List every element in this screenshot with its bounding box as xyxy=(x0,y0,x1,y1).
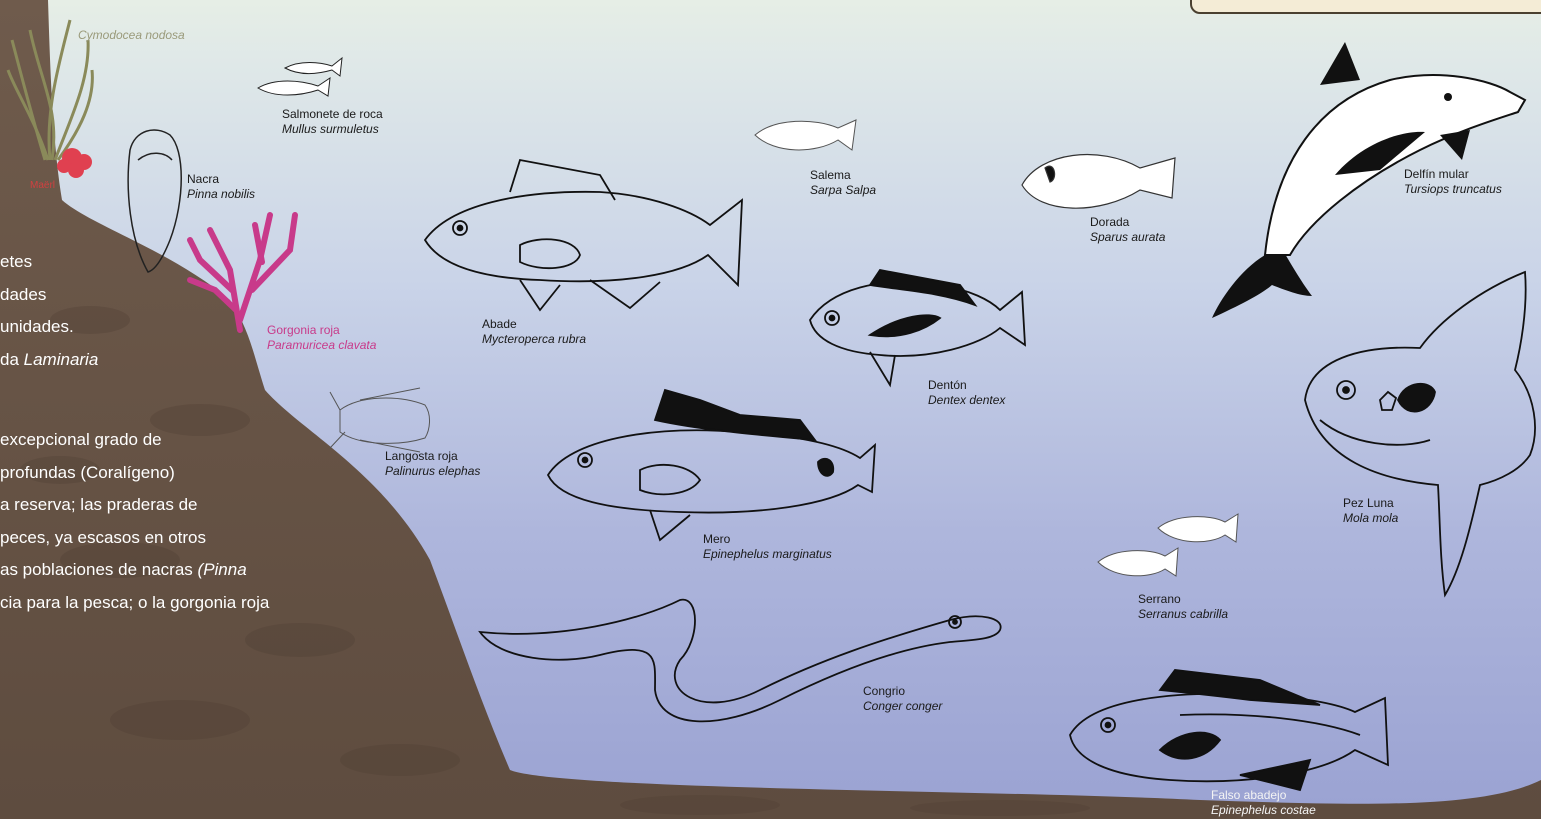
abade-drawing xyxy=(425,160,742,310)
text-line-10: cia para la pesca; o la gorgonia roja xyxy=(0,587,269,620)
label-congrio: Congrio Conger conger xyxy=(863,684,942,714)
legend-card-edge xyxy=(1190,0,1541,14)
text-line-6: profundas (Coralígeno) xyxy=(0,457,269,490)
text-line-9a: as poblaciones de nacras xyxy=(0,560,198,579)
label-pezluna: Pez Luna Mola mola xyxy=(1343,496,1398,526)
common-name: Falso abadejo xyxy=(1211,788,1286,802)
label-mero: Mero Epinephelus marginatus xyxy=(703,532,832,562)
label-serrano: Serrano Serranus cabrilla xyxy=(1138,592,1228,622)
salmonete-drawing xyxy=(258,58,342,96)
scientific-name: Epinephelus marginatus xyxy=(703,547,832,562)
text-line-1: etes xyxy=(0,246,98,279)
label-abade: Abade Mycteroperca rubra xyxy=(482,317,586,347)
salema-drawing xyxy=(755,120,856,150)
label-langosta: Langosta roja Palinurus elephas xyxy=(385,449,480,479)
mero-drawing xyxy=(548,390,875,540)
text-line-8: peces, ya escasos en otros xyxy=(0,522,269,555)
common-name: Langosta roja xyxy=(385,449,458,463)
common-name: Dentón xyxy=(928,378,967,392)
common-name: Dorada xyxy=(1090,215,1129,229)
dorada-drawing xyxy=(1022,155,1175,209)
cymodocea-label: Cymodocea nodosa xyxy=(78,28,185,43)
text-line-4a: da xyxy=(0,350,24,369)
text-line-3: unidades. xyxy=(0,311,98,344)
scientific-name: Mullus surmuletus xyxy=(282,122,383,137)
langosta-drawing xyxy=(330,388,430,452)
scientific-name: Pinna nobilis xyxy=(187,187,255,202)
common-name: Mero xyxy=(703,532,730,546)
scientific-name: Mycteroperca rubra xyxy=(482,332,586,347)
scientific-name: Palinurus elephas xyxy=(385,464,480,479)
label-denton: Dentón Dentex dentex xyxy=(928,378,1005,408)
scientific-name: Serranus cabrilla xyxy=(1138,607,1228,622)
scientific-name: Sarpa Salpa xyxy=(810,183,876,198)
serrano-drawing xyxy=(1098,514,1238,576)
common-name: Salmonete de roca xyxy=(282,107,383,121)
text-line-7: a reserva; las praderas de xyxy=(0,489,269,522)
label-dorada: Dorada Sparus aurata xyxy=(1090,215,1165,245)
maerl-label: Maërl xyxy=(30,178,55,193)
text-line-4: da Laminaria xyxy=(0,344,98,377)
text-line-5: excepcional grado de xyxy=(0,424,269,457)
gorgonia-label: Gorgonia roja Paramuricea clavata xyxy=(267,323,376,353)
label-salmonete: Salmonete de roca Mullus surmuletus xyxy=(282,107,383,137)
common-name: Abade xyxy=(482,317,517,331)
common-name: Congrio xyxy=(863,684,905,698)
scientific-name: Tursiops truncatus xyxy=(1404,182,1502,197)
common-name: Salema xyxy=(810,168,851,182)
label-delfin: Delfín mular Tursiops truncatus xyxy=(1404,167,1502,197)
gorgonia-sci: Paramuricea clavata xyxy=(267,338,376,353)
label-salema: Salema Sarpa Salpa xyxy=(810,168,876,198)
scientific-name: Mola mola xyxy=(1343,511,1398,526)
denton-drawing xyxy=(810,270,1025,385)
scientific-name: Conger conger xyxy=(863,699,942,714)
text-line-2: dades xyxy=(0,279,98,312)
text-line-9: as poblaciones de nacras (Pinna xyxy=(0,554,269,587)
description-text-upper: etes dades unidades. da Laminaria xyxy=(0,246,98,376)
pezluna-drawing xyxy=(1305,272,1535,595)
text-line-9b: (Pinna xyxy=(198,560,247,579)
description-text-lower: excepcional grado de profundas (Coralíge… xyxy=(0,424,269,619)
gorgonia-common: Gorgonia roja xyxy=(267,323,340,337)
common-name: Serrano xyxy=(1138,592,1181,606)
common-name: Pez Luna xyxy=(1343,496,1394,510)
common-name: Delfín mular xyxy=(1404,167,1469,181)
label-nacra: Nacra Pinna nobilis xyxy=(187,172,255,202)
common-name: Nacra xyxy=(187,172,219,186)
text-line-4b: Laminaria xyxy=(24,350,99,369)
label-falso-abadejo: Falso abadejo Epinephelus costae xyxy=(1211,788,1316,818)
scientific-name: Dentex dentex xyxy=(928,393,1005,408)
scientific-name: Sparus aurata xyxy=(1090,230,1165,245)
falso-abadejo-drawing xyxy=(1070,670,1388,790)
scientific-name: Epinephelus costae xyxy=(1211,803,1316,818)
